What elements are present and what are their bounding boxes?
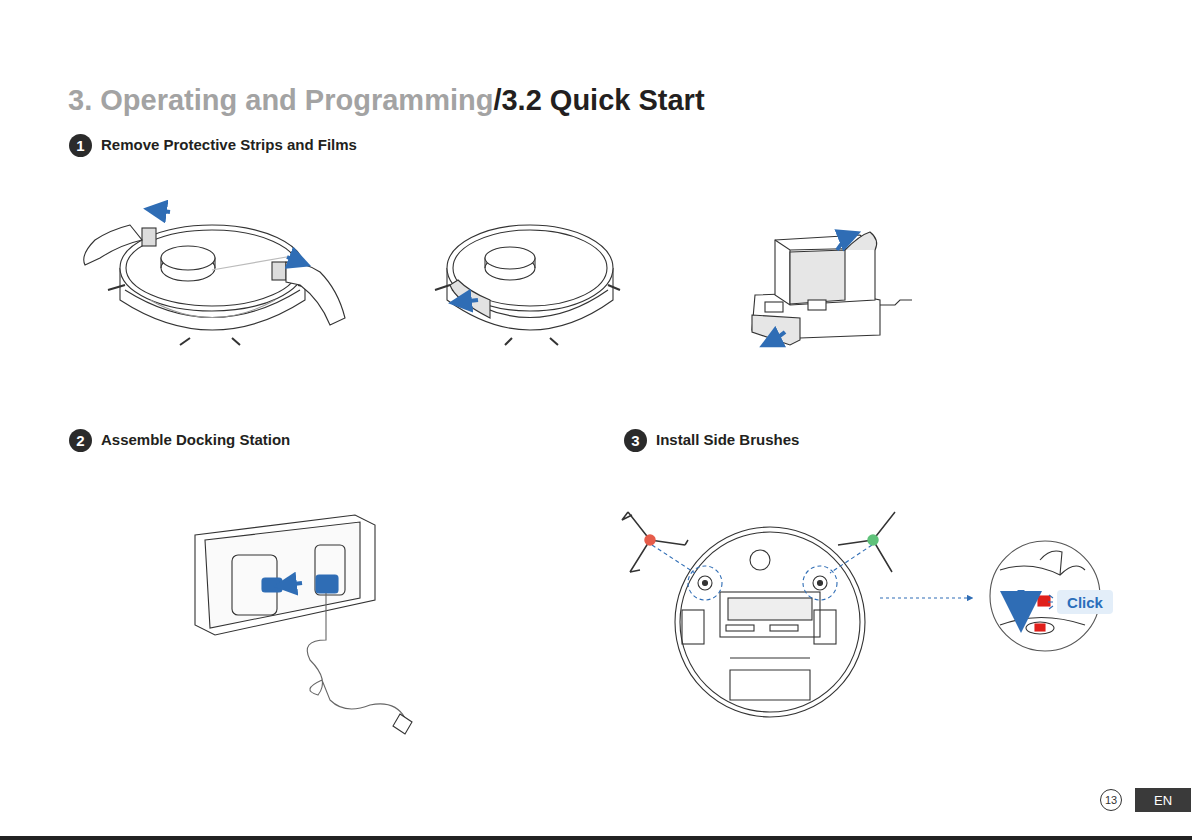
step-heading: Assemble Docking Station [101,431,290,448]
dock-film [752,232,912,345]
page-title: 3. Operating and Programming [68,84,493,116]
node-text: 1 [76,137,84,154]
node-text: Click [1067,594,1103,611]
section-title: /3.2 Quick Start [493,84,704,116]
node-text: EN [1154,793,1172,808]
robot-film [435,225,620,345]
click-callout: Click [1057,590,1113,614]
robot-top [84,210,345,345]
node-text: 3 [631,432,639,449]
step-number: 2 [69,429,92,452]
side-brush-green [838,512,895,572]
language-tag: EN [1135,788,1191,812]
robot-bottom [652,527,970,717]
step-number: 3 [624,429,647,452]
step-number: 1 [69,134,92,157]
step-heading: Remove Protective Strips and Films [101,136,357,153]
node-text: 2 [76,432,84,449]
node-text: 13 [1105,794,1117,806]
side-brush-red [622,512,688,572]
dock-back [195,515,412,734]
title-row: 3. Operating and Programming/3.2 Quick S… [68,84,705,117]
bottom-bar [0,836,1192,840]
step-heading: Install Side Brushes [656,431,799,448]
page-number: 13 [1100,789,1122,811]
